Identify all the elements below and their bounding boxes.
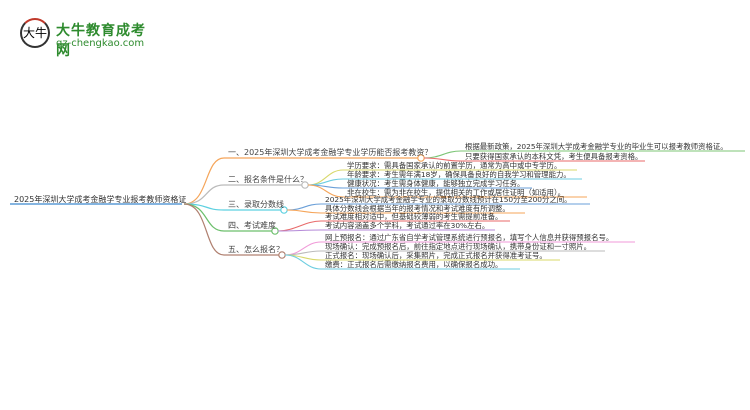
leaf-connector xyxy=(423,157,645,162)
leaf-connector xyxy=(277,229,495,232)
branch-connector xyxy=(183,157,418,205)
branch-label: 五、怎么报名？ xyxy=(228,245,284,254)
leaf-node: 具体分数线会根据当年的报考情况和考试难度有所调整。 xyxy=(325,204,510,213)
logo: 大牛 大牛教育成考网 gz-chengkao.com xyxy=(20,14,160,59)
root-node: 2025年深圳大学成考金融学专业报考教师资格证 xyxy=(14,195,187,204)
branch-label: 二、报名条件是什么？ xyxy=(228,175,308,184)
logo-title: 大牛教育成考网 xyxy=(56,23,146,59)
logo-mark-icon: 大牛 xyxy=(20,18,50,48)
leaf-node: 考试内容涵盖多个学科，考试通过率在30%左右。 xyxy=(325,221,490,230)
leaf-node: 正式报名：现场确认后，采集照片，完成正式报名并获得准考证号。 xyxy=(325,251,547,260)
leaf-node: 健康状况：考生需身体健康，能够独立完成学习任务。 xyxy=(347,179,525,188)
leaf-node: 网上预报名：通过广东省自学考试管理系统进行预报名，填写个人信息并获得预报名号。 xyxy=(325,233,614,242)
leaf-node: 现场确认：完成预报名后，前往指定地点进行现场确认，携带身份证和一寸照片。 xyxy=(325,242,592,251)
branch-connector xyxy=(183,184,302,205)
leaf-node: 学历要求：需具备国家承认的前置学历，通常为高中或中专学历。 xyxy=(347,161,562,170)
branch-connector xyxy=(183,203,272,232)
leaf-connector xyxy=(284,254,520,270)
leaf-node: 2025年深圳大学成考金融学专业的录取分数线预计在150分至200分之间。 xyxy=(325,195,572,204)
branch-label: 三、录取分数线 xyxy=(228,200,284,209)
branch-connector xyxy=(183,203,279,256)
branch-label: 四、考试难度 xyxy=(228,221,276,230)
leaf-connector xyxy=(307,184,587,198)
leaf-node: 非在校生：需为非在校生，提供相关的工作或居住证明（如适用）。 xyxy=(347,188,566,197)
leaf-node: 考试难度相对适中，但基础较薄弱的考生需提前准备。 xyxy=(325,212,503,221)
leaf-connector xyxy=(286,209,525,214)
logo-url: gz-chengkao.com xyxy=(56,38,145,49)
leaf-node: 缴费：正式报名后需缴纳报名费用，以确保报名成功。 xyxy=(325,260,503,269)
leaf-node: 只要获得国家承认的本科文凭，考生便具备报考资格。 xyxy=(465,152,643,161)
branch-label: 一、2025年深圳大学成考金融学专业学历能否报考教资？ xyxy=(228,148,433,157)
leaf-node: 根据最新政策，2025年深圳大学成考金融学专业的毕业生可以报考教师资格证。 xyxy=(465,142,728,151)
leaf-node: 年龄要求：考生需年满18岁，确保具备良好的自我学习和管理能力。 xyxy=(347,170,571,179)
